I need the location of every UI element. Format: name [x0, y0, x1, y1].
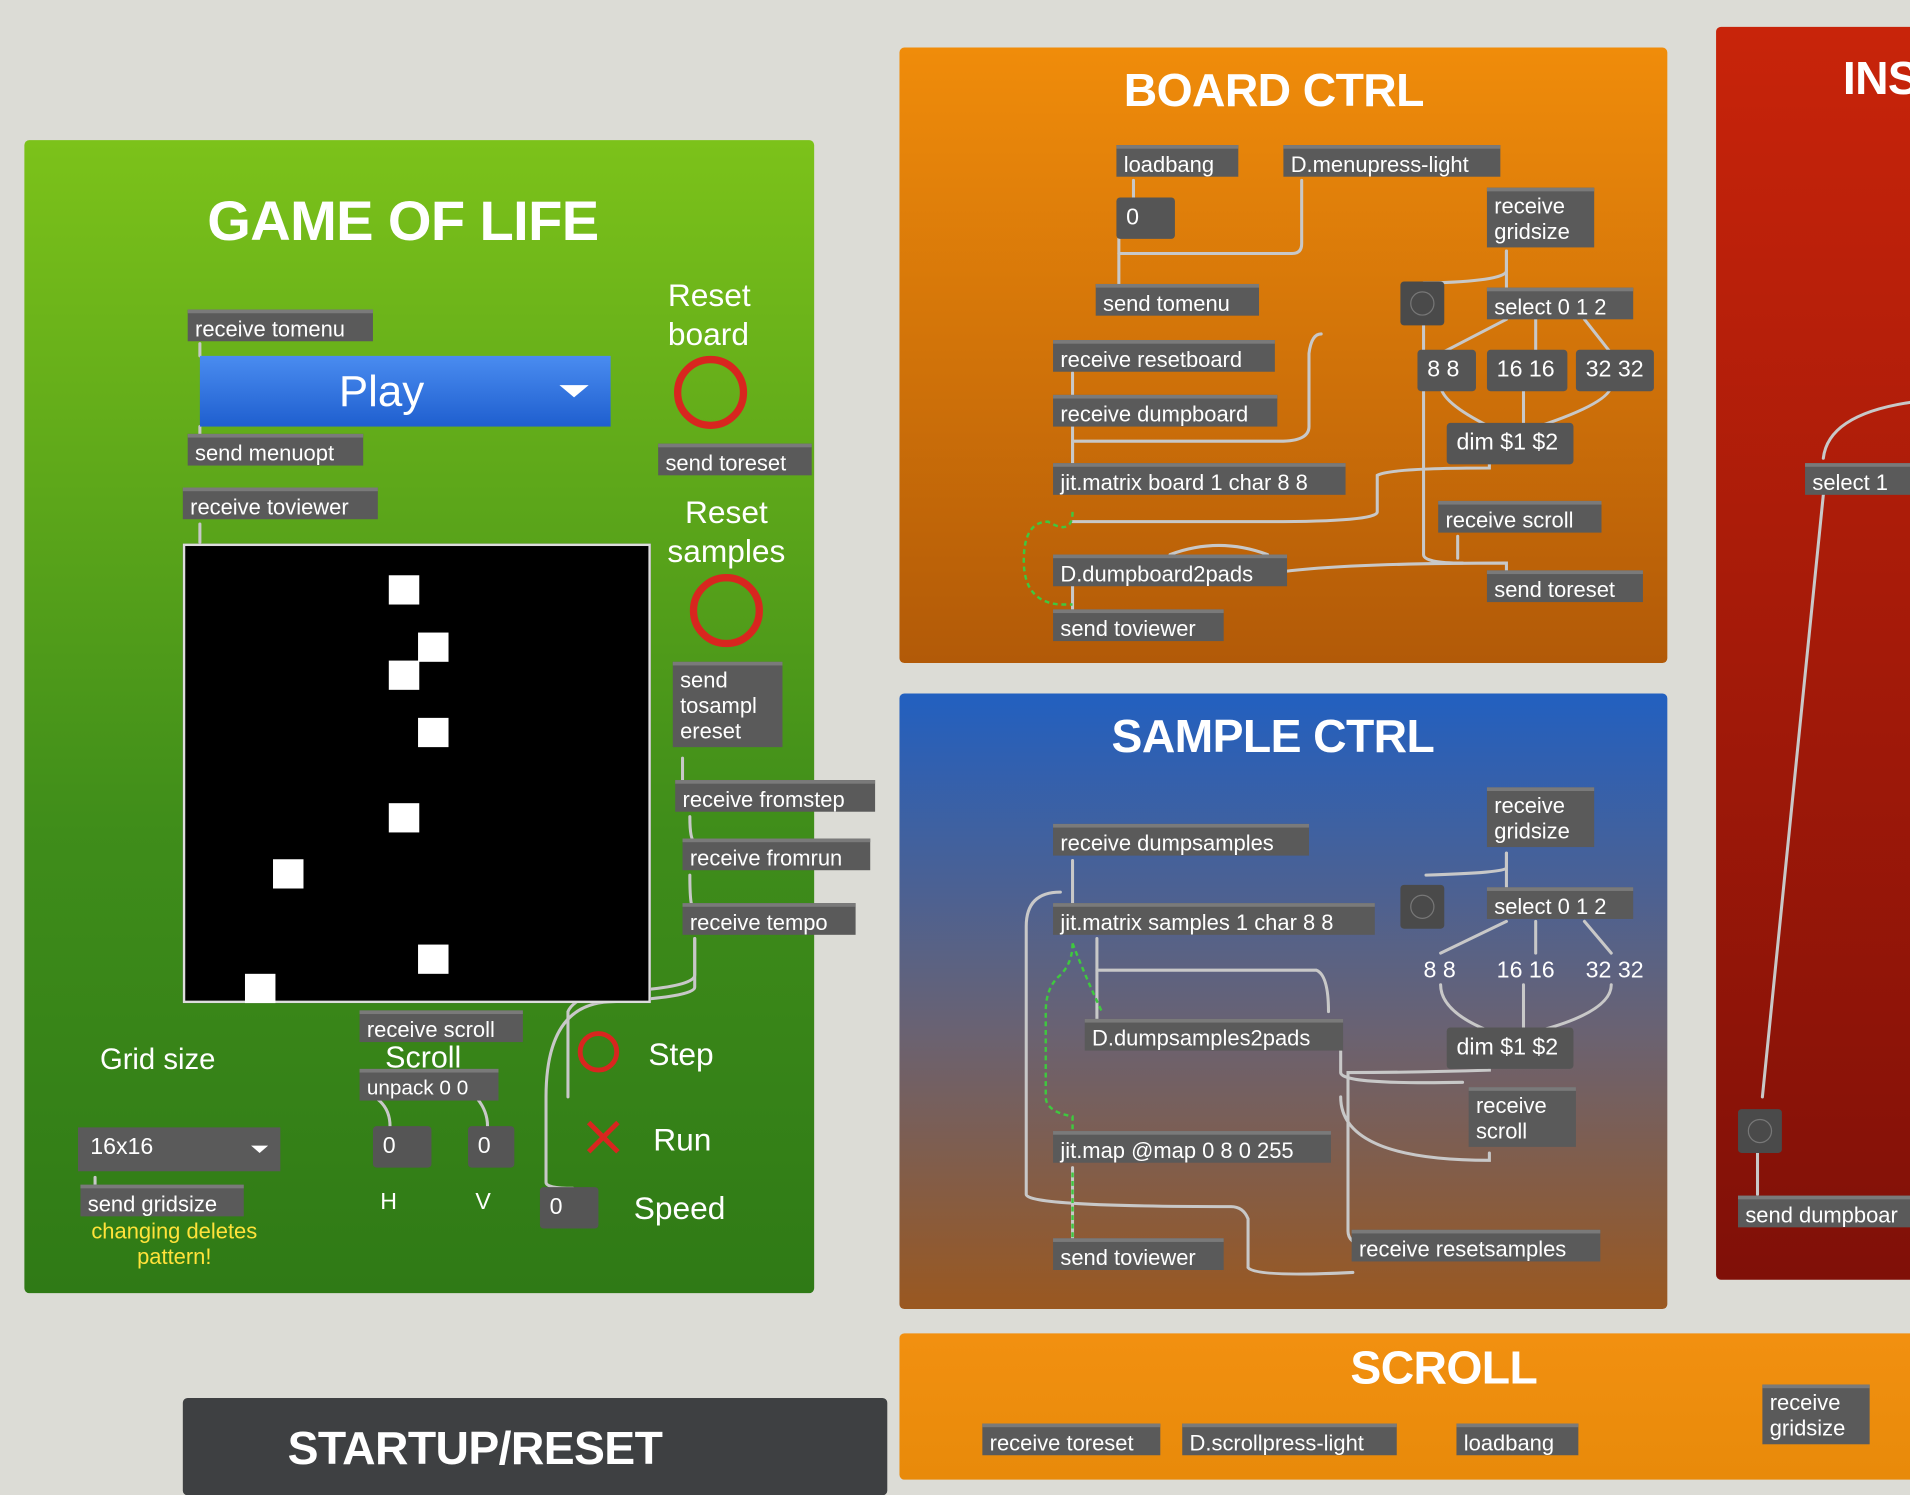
startup-reset-title: STARTUP/RESET [287, 1423, 663, 1475]
speed-label: Speed [633, 1189, 726, 1227]
send-toreset-object[interactable]: send toreset [658, 443, 812, 476]
jit-matrix-board-object[interactable]: jit.matrix board 1 char 8 8 [1053, 463, 1346, 495]
receive-scroll-object[interactable]: receive scroll [359, 1010, 523, 1043]
msg-16-16[interactable]: 16 16 [1496, 957, 1555, 984]
step-button[interactable] [577, 1031, 620, 1073]
reset-board-label: Reset board [667, 276, 751, 353]
select-object[interactable]: select 0 1 2 [1486, 887, 1634, 919]
game-of-life-title: GAME OF LIFE [207, 188, 599, 253]
live-cell[interactable] [418, 717, 449, 747]
reset-samples-button[interactable] [689, 574, 763, 648]
live-cell[interactable] [244, 973, 275, 1003]
run-toggle[interactable] [583, 1119, 622, 1158]
receive-tempo-object[interactable]: receive tempo [682, 903, 856, 935]
sample-bang-button[interactable] [1400, 884, 1445, 929]
instrument-title: INS [1842, 53, 1910, 105]
scrollpress-light-object[interactable]: D.scrollpress-light [1182, 1423, 1397, 1456]
unpack-object[interactable]: unpack 0 0 [359, 1068, 499, 1101]
speed-number-box[interactable]: 0 [539, 1187, 599, 1229]
send-toviewer-object[interactable]: send toviewer [1053, 609, 1224, 642]
h-number-box[interactable]: 0 [372, 1126, 432, 1168]
v-number-box[interactable]: 0 [468, 1126, 515, 1168]
live-cell[interactable] [418, 632, 449, 662]
live-cell[interactable] [418, 945, 449, 975]
jit-map-object[interactable]: jit.map @map 0 8 0 255 [1053, 1131, 1331, 1163]
send-dumpboard-object[interactable]: send dumpboar [1738, 1195, 1910, 1228]
sample-ctrl-panel [899, 693, 1668, 1309]
live-cell[interactable] [389, 660, 420, 691]
reset-board-button[interactable] [673, 355, 748, 430]
grid-size-warning: changing deletes pattern! [91, 1218, 258, 1269]
send-gridsize-object[interactable]: send gridsize [80, 1184, 244, 1217]
receive-toviewer-object[interactable]: receive toviewer [182, 487, 378, 520]
loadbang-object[interactable]: loadbang [1456, 1423, 1579, 1456]
send-toviewer-object[interactable]: send toviewer [1053, 1238, 1224, 1270]
msg-32-32[interactable]: 32 32 [1585, 957, 1644, 984]
live-cell[interactable] [389, 575, 420, 605]
scroll-title: SCROLL [1350, 1343, 1538, 1395]
select-1-object[interactable]: select 1 [1805, 463, 1910, 495]
reset-samples-label: Reset samples [667, 493, 786, 570]
dumpboard2pads-object[interactable]: D.dumpboard2pads [1053, 554, 1288, 587]
send-tosamplereset-object[interactable]: send tosampl ereset [672, 661, 783, 748]
step-label: Step [648, 1035, 714, 1073]
msg-8-8[interactable]: 8 8 [1423, 957, 1456, 984]
grid-size-menu[interactable]: 16x16 [78, 1127, 281, 1172]
receive-resetboard-object[interactable]: receive resetboard [1053, 340, 1275, 372]
msg-8-8[interactable]: 8 8 [1417, 349, 1476, 392]
chevron-down-icon [559, 385, 589, 398]
jit-matrix-samples-object[interactable]: jit.matrix samples 1 char 8 8 [1053, 903, 1375, 935]
live-cell[interactable] [273, 859, 304, 890]
run-label: Run [653, 1121, 712, 1158]
board-bang-button[interactable] [1400, 281, 1445, 326]
receive-fromstep-object[interactable]: receive fromstep [675, 780, 876, 812]
h-label: H [380, 1189, 398, 1216]
grid-size-value: 16x16 [90, 1134, 154, 1161]
send-toreset-object[interactable]: send toreset [1486, 570, 1643, 603]
life-grid-viewer[interactable] [182, 543, 651, 1004]
live-cell[interactable] [389, 802, 420, 833]
chevron-down-icon [251, 1145, 269, 1153]
receive-dumpsamples-object[interactable]: receive dumpsamples [1053, 823, 1309, 856]
dim-message[interactable]: dim $1 $2 [1446, 422, 1574, 465]
sample-ctrl-title: SAMPLE CTRL [1111, 711, 1435, 763]
msg-16-16[interactable]: 16 16 [1486, 349, 1568, 392]
play-menu[interactable]: Play [199, 355, 611, 427]
receive-dumpboard-object[interactable]: receive dumpboard [1053, 394, 1278, 427]
grid-size-label: Grid size [99, 1043, 216, 1077]
loadbang-object[interactable]: loadbang [1116, 145, 1239, 177]
receive-scroll-object[interactable]: receive scroll [1468, 1087, 1576, 1147]
v-label: V [475, 1189, 491, 1216]
dim-message[interactable]: dim $1 $2 [1446, 1027, 1574, 1069]
receive-gridsize-object[interactable]: receive gridsize [1486, 187, 1595, 248]
instrument-bang-button[interactable] [1738, 1109, 1782, 1153]
send-menuopt-object[interactable]: send menuopt [187, 433, 364, 466]
receive-gridsize-object[interactable]: receive gridsize [1486, 787, 1595, 848]
receive-scroll-object[interactable]: receive scroll [1438, 500, 1602, 533]
instrument-panel [1716, 26, 1910, 1280]
receive-toreset-object[interactable]: receive toreset [982, 1423, 1161, 1456]
board-ctrl-title: BOARD CTRL [1123, 65, 1425, 118]
receive-resetsamples-object[interactable]: receive resetsamples [1351, 1229, 1601, 1262]
select-object[interactable]: select 0 1 2 [1486, 287, 1634, 320]
send-tomenu-object[interactable]: send tomenu [1095, 283, 1260, 316]
play-menu-value: Play [338, 365, 425, 416]
msg-32-32[interactable]: 32 32 [1575, 349, 1654, 392]
receive-gridsize-object[interactable]: receive gridsize [1762, 1384, 1870, 1445]
zero-message[interactable]: 0 [1116, 197, 1175, 239]
dumpsamples2pads-object[interactable]: D.dumpsamples2pads [1084, 1018, 1344, 1051]
receive-fromrun-object[interactable]: receive fromrun [682, 838, 871, 871]
menupress-light-object[interactable]: D.menupress-light [1283, 145, 1501, 177]
receive-tomenu-object[interactable]: receive tomenu [187, 309, 373, 342]
